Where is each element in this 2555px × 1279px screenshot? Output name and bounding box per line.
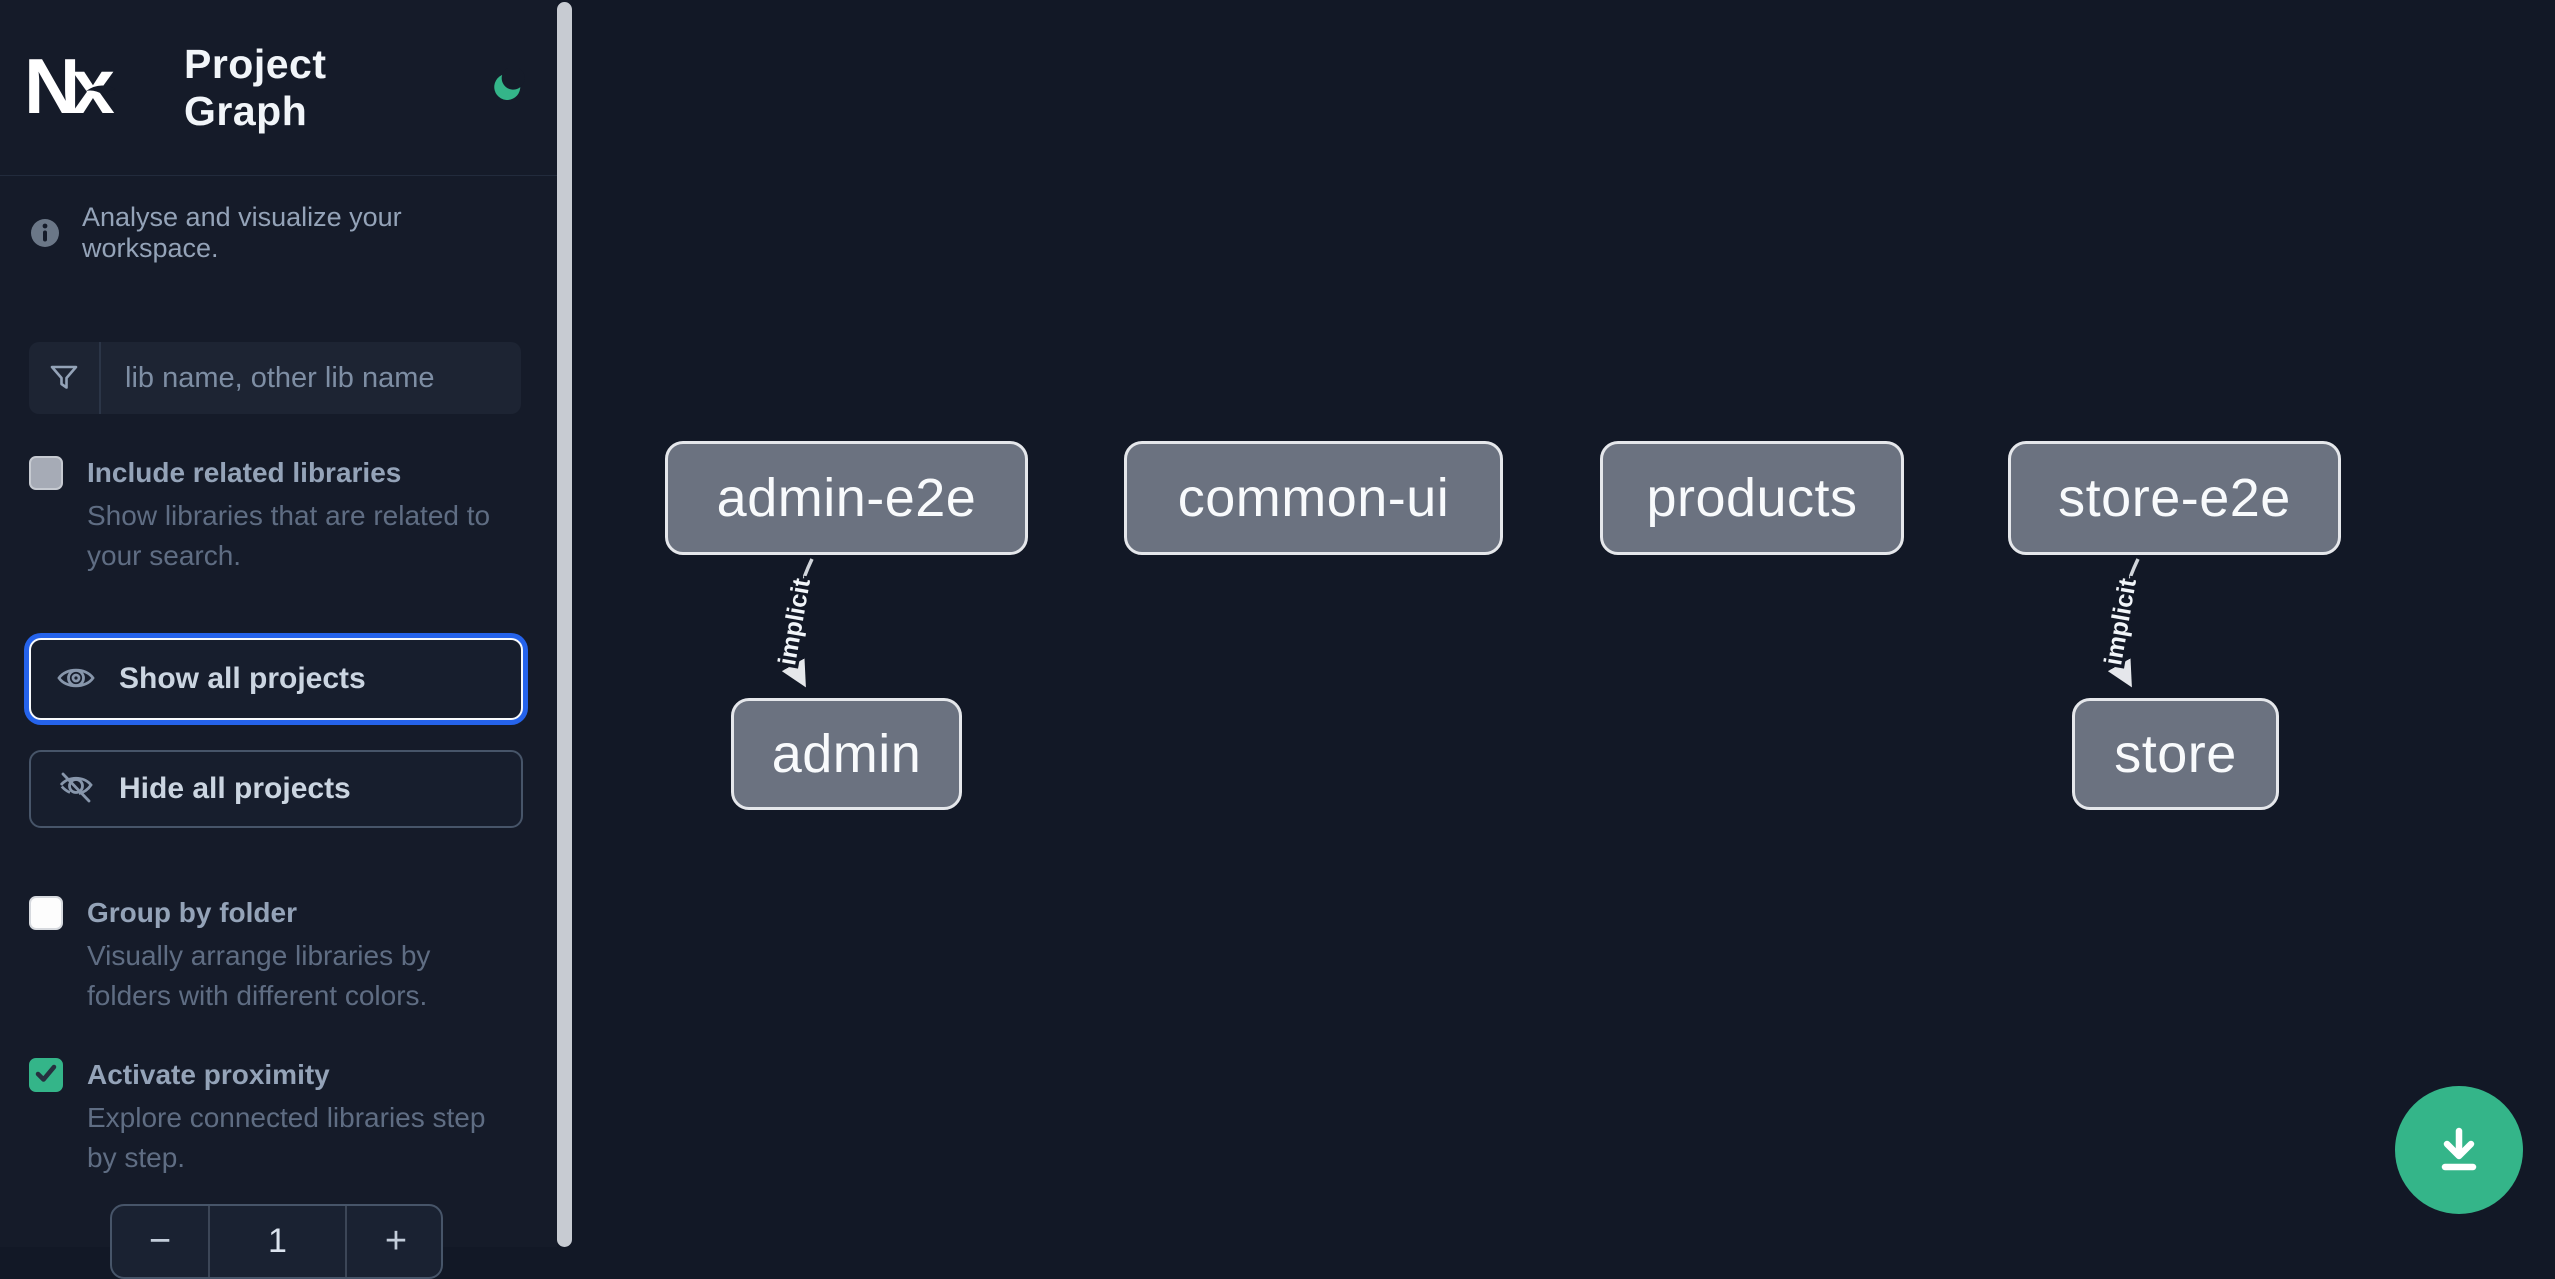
download-graph-button[interactable] [2395,1086,2523,1214]
include-related-label[interactable]: Include related libraries [87,457,402,488]
moon-icon [489,66,525,107]
group-by-folder-description: Visually arrange libraries by folders wi… [87,940,431,1011]
checkmark-icon [33,1060,59,1091]
theme-toggle-button[interactable] [485,66,529,110]
show-all-projects-button[interactable]: Show all projects [29,638,523,720]
proximity-stepper: − 1 + [110,1204,443,1279]
option-activate-proximity: Activate proximity Explore connected lib… [0,1056,557,1178]
proximity-decrement-button[interactable]: − [112,1206,208,1277]
page-title: Project Graph [184,40,327,134]
group-by-folder-label[interactable]: Group by folder [87,897,297,928]
sidebar-header: Nx Project Graph [0,0,557,176]
graph-node-products[interactable]: products [1600,441,1904,555]
filter-box [29,342,521,414]
show-all-projects-label: Show all projects [119,662,366,695]
info-icon [30,218,60,248]
filter-input[interactable] [101,342,521,414]
include-related-description: Show libraries that are related to your … [87,500,491,571]
activate-proximity-label[interactable]: Activate proximity [87,1059,330,1090]
hide-all-projects-label: Hide all projects [119,772,351,805]
graph-canvas[interactable]: implicit implicit admin-e2e common-ui produ… [572,0,2555,1247]
graph-edges-layer: implicit implicit [770,558,2146,688]
eye-icon [57,663,95,696]
download-icon [2432,1122,2486,1179]
proximity-value[interactable]: 1 [208,1206,347,1277]
option-include-related: Include related libraries Show libraries… [0,454,557,576]
activate-proximity-description: Explore connected libraries step by step… [87,1102,486,1173]
graph-edge-store-e2e-store [2107,558,2140,688]
graph-node-admin[interactable]: admin [731,698,962,810]
graph-edge-admin-e2e-admin [781,558,814,688]
graph-node-admin-e2e[interactable]: admin-e2e [665,441,1028,555]
graph-node-common-ui[interactable]: common-ui [1124,441,1503,555]
include-related-checkbox[interactable] [29,456,63,490]
hide-all-projects-button[interactable]: Hide all projects [29,750,523,828]
edge-label-store-e2e-store: implicit [2099,576,2142,668]
sidebar-scrollbar-thumb[interactable] [557,2,572,1247]
group-by-folder-checkbox[interactable] [29,896,63,930]
graph-node-store-e2e[interactable]: store-e2e [2008,441,2341,555]
edge-label-admin-e2e-admin: implicit [773,576,816,668]
sidebar: Nx Project Graph [0,0,557,1279]
funnel-icon [29,342,101,414]
workspace-tagline: Analyse and visualize your workspace. [82,202,402,263]
workspace-tagline-row: Analyse and visualize your workspace. [0,202,557,264]
activate-proximity-checkbox[interactable] [29,1058,63,1092]
graph-node-store[interactable]: store [2072,698,2279,810]
option-group-by-folder: Group by folder Visually arrange librari… [0,894,557,1016]
proximity-increment-button[interactable]: + [347,1206,441,1277]
eye-slash-icon [57,772,95,807]
nx-logo: Nx [28,53,128,123]
